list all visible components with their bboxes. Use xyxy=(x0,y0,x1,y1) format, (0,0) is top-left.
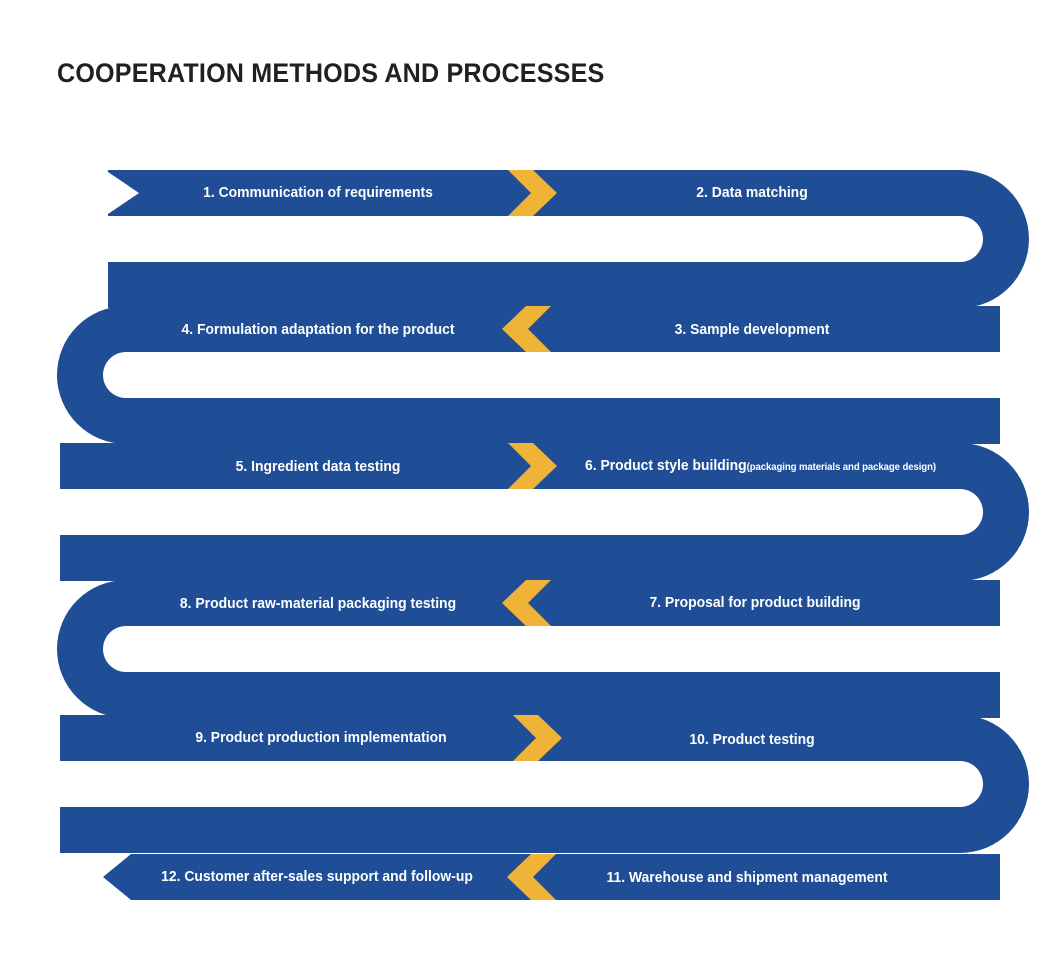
step-subtext-6: (packaging materials and package design) xyxy=(746,462,936,473)
step-label-6: 6. Product style building(packaging mate… xyxy=(585,459,936,474)
step-text-7: 7. Proposal for product building xyxy=(649,595,861,611)
chevron-right-icon-row-5 xyxy=(513,715,562,761)
step-text-10: 10. Product testing xyxy=(689,732,815,748)
step-label-1: 1. Communication of requirements xyxy=(203,186,433,201)
chevron-left-icon-row-4 xyxy=(502,580,551,626)
chevron-right-icon-row-3 xyxy=(508,443,557,489)
band-row-6 xyxy=(103,854,1000,900)
chevron-left-icon-row-6 xyxy=(507,854,556,900)
step-label-11: 11. Warehouse and shipment management xyxy=(606,871,887,886)
chevron-group xyxy=(502,170,562,900)
step-label-2: 2. Data matching xyxy=(696,186,807,201)
flow-band xyxy=(57,170,1029,900)
chevron-left-icon-row-2 xyxy=(502,306,551,352)
step-label-10: 10. Product testing xyxy=(689,733,814,748)
step-text-1: 1. Communication of requirements xyxy=(203,185,433,201)
step-text-9: 9. Product production implementation xyxy=(195,730,447,746)
band-row-1 xyxy=(108,170,1029,308)
step-text-4: 4. Formulation adaptation for the produc… xyxy=(181,322,455,338)
step-label-5: 5. Ingredient data testing xyxy=(236,460,401,475)
step-label-7: 7. Proposal for product building xyxy=(649,596,860,611)
step-text-6: 6. Product style building xyxy=(585,458,747,474)
step-label-12: 12. Customer after-sales support and fol… xyxy=(161,870,473,885)
step-text-2: 2. Data matching xyxy=(696,185,808,201)
step-label-3: 3. Sample development xyxy=(675,323,830,338)
step-text-11: 11. Warehouse and shipment management xyxy=(606,870,888,886)
step-text-5: 5. Ingredient data testing xyxy=(235,459,401,475)
step-text-12: 12. Customer after-sales support and fol… xyxy=(161,869,473,885)
band-row-5 xyxy=(60,715,1029,853)
step-text-3: 3. Sample development xyxy=(674,322,830,338)
band-row-4 xyxy=(57,580,1000,718)
band-row-3 xyxy=(60,443,1029,581)
band-row-2 xyxy=(57,306,1000,444)
step-label-8: 8. Product raw-material packaging testin… xyxy=(180,597,456,612)
chevron-right-icon-row-1 xyxy=(508,170,557,216)
step-text-8: 8. Product raw-material packaging testin… xyxy=(179,596,457,612)
page-title: COOPERATION METHODS AND PROCESSES xyxy=(57,58,605,88)
step-label-9: 9. Product production implementation xyxy=(195,731,446,746)
start-ribbon-notch-icon xyxy=(108,172,139,214)
step-label-4: 4. Formulation adaptation for the produc… xyxy=(182,323,455,338)
